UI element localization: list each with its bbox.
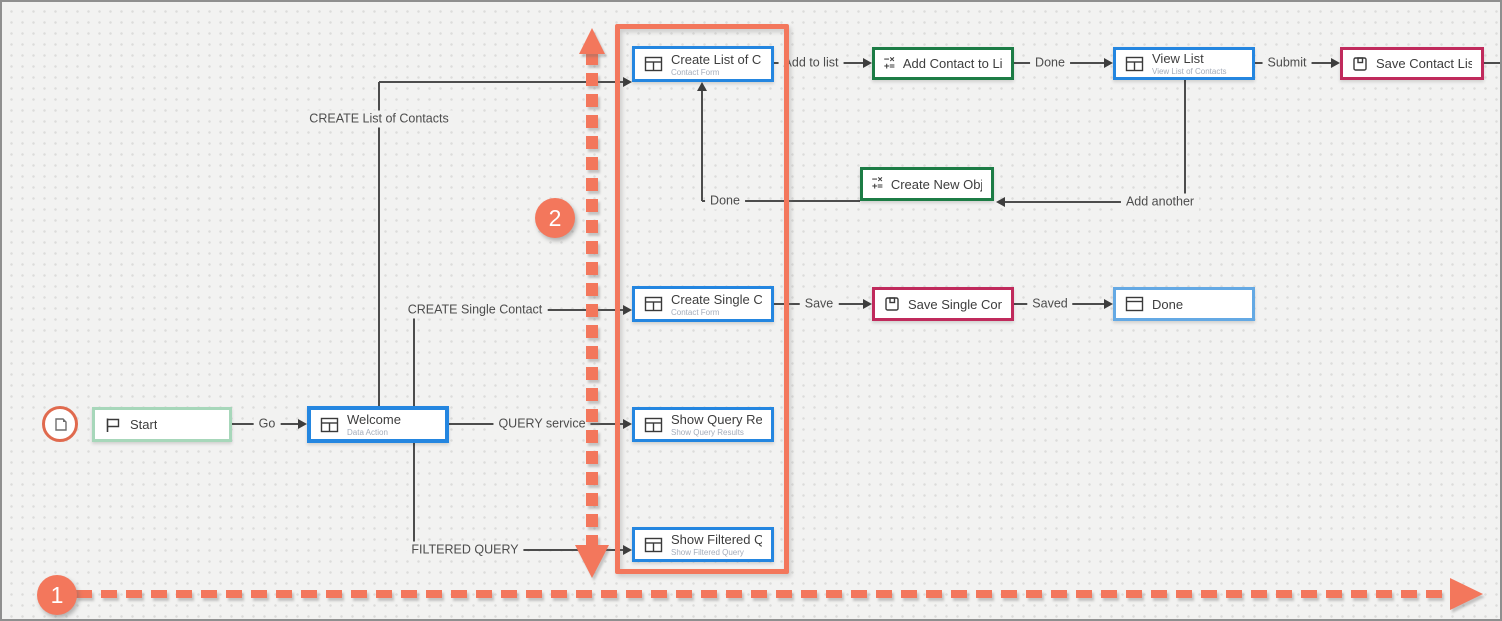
- annotation-badge-1: 1: [37, 575, 77, 615]
- node-title: Create List of Conta..: [671, 51, 762, 67]
- node-title: Show Query Results: [671, 412, 762, 427]
- math-icon: −×+=: [884, 54, 895, 72]
- note-marker[interactable]: [42, 406, 78, 442]
- math-icon: −×+=: [872, 175, 883, 192]
- node-subtitle: Show Filtered Query: [671, 548, 744, 557]
- flow-connector-line: [702, 200, 860, 202]
- save-icon: [1352, 56, 1368, 72]
- vertical-arrow-up-head-icon: [579, 28, 605, 54]
- flow-connector-line: [413, 443, 415, 550]
- flag-icon: [104, 417, 122, 433]
- form-icon: [320, 417, 339, 433]
- node-subtitle: Contact Form: [671, 67, 720, 77]
- flow-connector-line: [1002, 201, 1185, 203]
- connector-arrowhead-icon: [697, 82, 707, 91]
- connector-arrowhead-icon: [863, 58, 872, 68]
- connector-arrowhead-icon: [1104, 299, 1113, 309]
- edge-label: Save: [799, 295, 839, 313]
- connector-arrowhead-icon: [623, 305, 632, 315]
- edge-label: Add another: [1120, 193, 1200, 211]
- node-subtitle: Contact Form: [671, 307, 720, 317]
- form-icon: [644, 417, 663, 433]
- edge-label: FILTERED QUERY: [406, 541, 524, 559]
- edge-label: CREATE Single Contact: [402, 301, 548, 319]
- node-title: Create New Object: [890, 176, 982, 192]
- node-title: Show Filtered Quer...: [671, 532, 762, 547]
- edge-label: QUERY service: [493, 415, 591, 433]
- annotation-badge-2: 2: [535, 198, 575, 238]
- flow-connector-line: [1184, 80, 1186, 202]
- note-icon: [53, 417, 68, 432]
- node-save-contact-list[interactable]: Save Contact List: [1340, 47, 1484, 80]
- connector-arrowhead-icon: [1331, 58, 1340, 68]
- node-title: Add Contact to List: [902, 56, 1002, 71]
- node-subtitle: Show Query Results: [671, 428, 744, 437]
- connector-arrowhead-icon: [623, 419, 632, 429]
- horizontal-arrow-right-head-icon: [1450, 578, 1483, 610]
- edge-label: Submit: [1262, 54, 1312, 72]
- horizontal-dashed-arrow-shaft: [76, 590, 1450, 598]
- edge-label: Saved: [1027, 295, 1073, 313]
- flow-connector-line: [378, 82, 380, 406]
- node-save-single-contact[interactable]: Save Single Contact: [872, 287, 1014, 321]
- connector-arrowhead-icon: [1104, 58, 1113, 68]
- node-title: Create Single Contac: [671, 291, 762, 307]
- node-subtitle: Data Action: [347, 428, 388, 437]
- node-start[interactable]: Start: [92, 407, 232, 442]
- connector-arrowhead-icon: [623, 77, 632, 87]
- node-title: View List: [1152, 51, 1204, 66]
- edge-label: Done: [705, 192, 745, 210]
- connector-arrowhead-icon: [996, 197, 1005, 207]
- node-done[interactable]: Done: [1113, 287, 1255, 321]
- node-subtitle: View List of Contacts: [1152, 67, 1227, 76]
- node-title: Welcome: [347, 412, 401, 427]
- vertical-dashed-arrow-shaft: [586, 52, 598, 545]
- node-create-new-object[interactable]: −×+= Create New Object: [860, 167, 994, 201]
- form-icon: [644, 56, 663, 72]
- flow-connector-line: [413, 310, 415, 406]
- node-title: Done: [1152, 296, 1184, 312]
- flow-connector-line: [701, 86, 703, 201]
- flow-connector-line: [379, 81, 626, 83]
- highlight-rectangle: [615, 24, 789, 574]
- save-icon: [884, 296, 900, 312]
- node-create-list-of-contacts[interactable]: Create List of Conta..Contact Form: [632, 46, 774, 82]
- flow-connector-line: [1484, 62, 1500, 64]
- edge-label: Done: [1030, 54, 1070, 72]
- edge-label: Go: [253, 415, 281, 433]
- node-show-filtered-query[interactable]: Show Filtered Quer...Show Filtered Query: [632, 527, 774, 562]
- node-title: Save Contact List: [1376, 56, 1472, 71]
- edge-label: CREATE List of Contacts: [304, 110, 454, 128]
- node-create-single-contact[interactable]: Create Single ContacContact Form: [632, 286, 774, 322]
- node-title: Start: [130, 417, 158, 432]
- vertical-arrow-down-head-icon: [575, 545, 609, 578]
- node-add-contact-to-list[interactable]: −×+= Add Contact to List: [872, 47, 1014, 80]
- form-icon: [644, 296, 663, 312]
- window-icon: [1125, 296, 1144, 312]
- connector-arrowhead-icon: [298, 419, 307, 429]
- connector-arrowhead-icon: [863, 299, 872, 309]
- node-title: Save Single Contact: [908, 296, 1002, 312]
- edge-label: Add to list: [778, 54, 844, 72]
- form-icon: [1125, 56, 1144, 72]
- connector-arrowhead-icon: [623, 545, 632, 555]
- form-icon: [644, 537, 663, 553]
